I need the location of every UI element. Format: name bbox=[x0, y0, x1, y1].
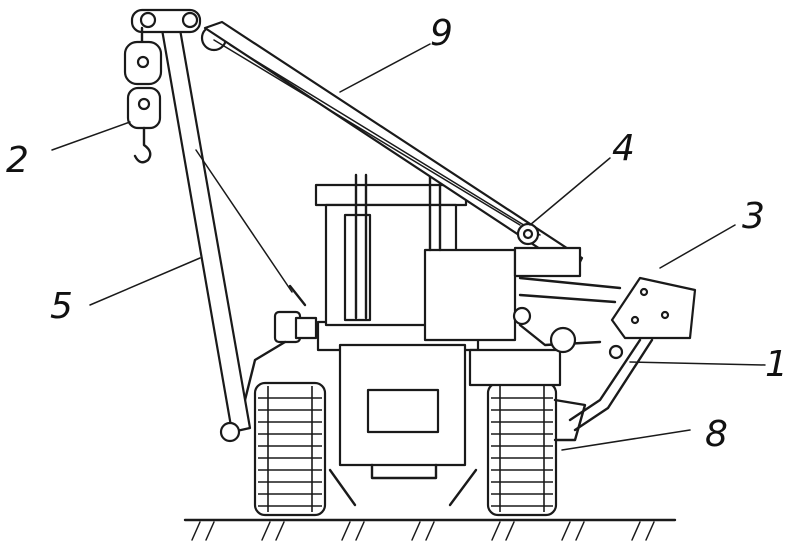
label-8: 8 bbox=[705, 414, 728, 455]
label-1: 1 bbox=[765, 344, 788, 385]
boom-strut bbox=[203, 20, 584, 274]
ground bbox=[183, 518, 677, 541]
tractor-body bbox=[316, 320, 562, 507]
left-crawler-track bbox=[253, 381, 327, 517]
label-9: 9 bbox=[430, 13, 453, 54]
label-3: 3 bbox=[742, 196, 765, 237]
label-2: 2 bbox=[6, 140, 29, 181]
boom bbox=[158, 16, 293, 443]
hook-block bbox=[123, 26, 163, 164]
label-4: 4 bbox=[612, 128, 635, 169]
label-5: 5 bbox=[50, 286, 73, 327]
leader-lines bbox=[51, 43, 766, 451]
pivot-bracket bbox=[513, 222, 582, 278]
right-crawler-track bbox=[486, 381, 558, 517]
tractor-cab bbox=[314, 173, 517, 342]
counterweight-assembly bbox=[512, 276, 697, 442]
